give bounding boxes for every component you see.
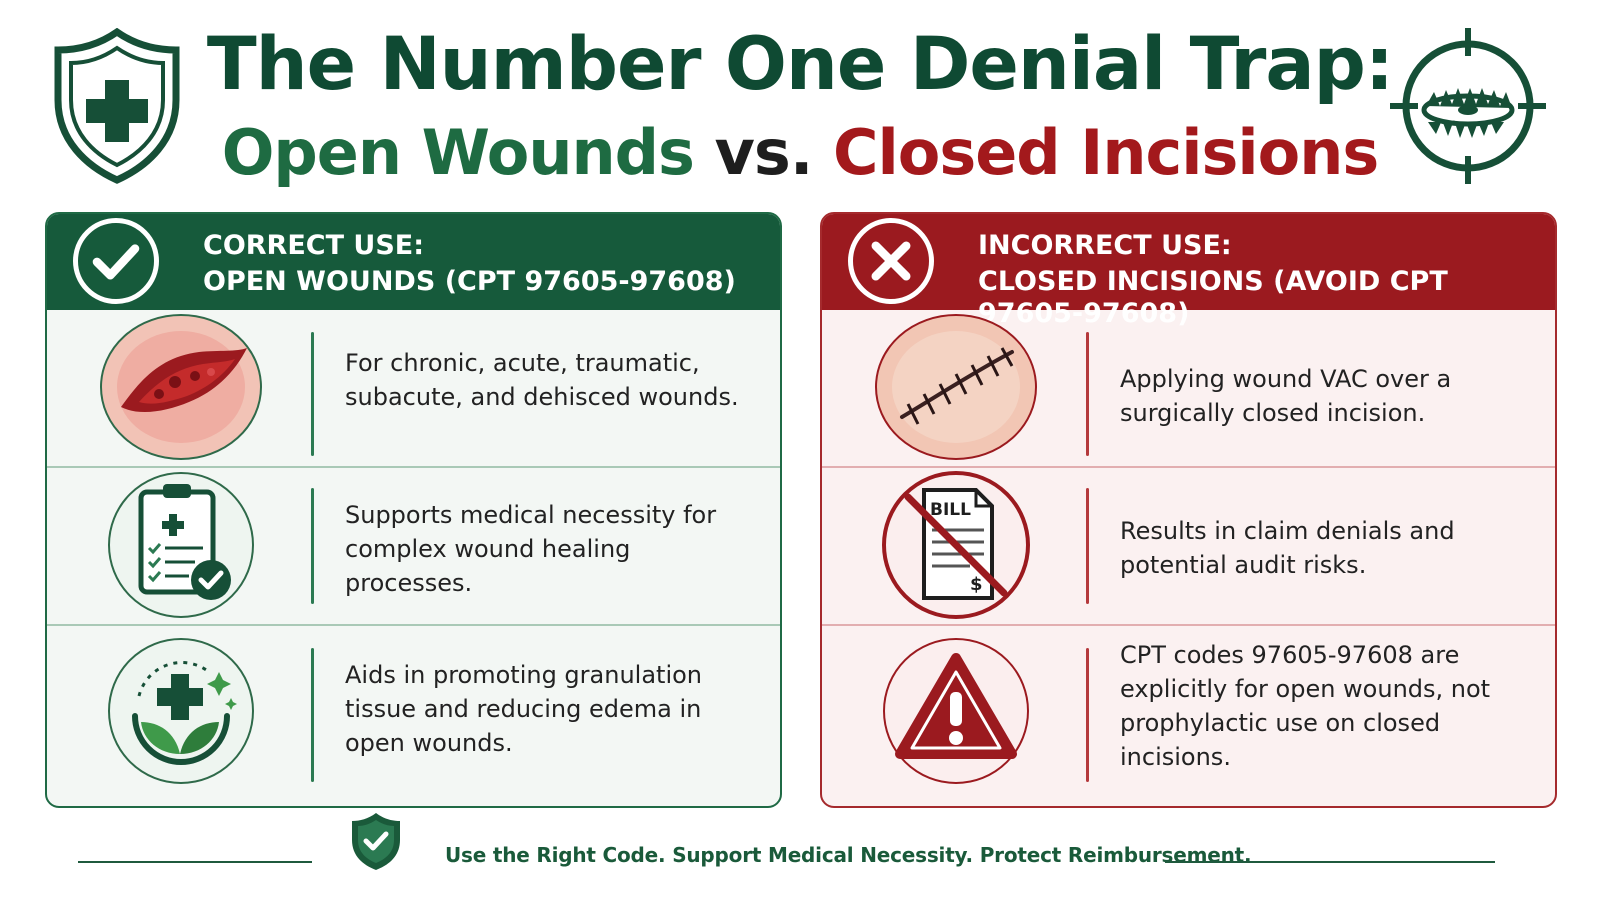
correct-use-header: CORRECT USE: OPEN WOUNDS (CPT 97605-9760… (47, 214, 780, 310)
footer-divider-left (78, 861, 312, 863)
correct-item-text: For chronic, acute, traumatic, subacute,… (345, 349, 739, 411)
list-item: Aids in promoting granulation tissue and… (47, 626, 780, 806)
row-divider (311, 488, 314, 604)
dollar-sign: $ (970, 574, 983, 595)
row-divider (1086, 648, 1089, 782)
footer-divider-right (1165, 861, 1495, 863)
row-separator (822, 466, 1555, 468)
trap-target-icon (1388, 26, 1548, 186)
incorrect-item-text: Applying wound VAC over a surgically clo… (1120, 365, 1452, 427)
incorrect-use-header: INCORRECT USE: CLOSED INCISIONS (AVOID C… (822, 214, 1555, 329)
clipboard-check-icon (99, 470, 263, 620)
list-item: Supports medical necessity for complex w… (47, 468, 780, 624)
no-bill-icon: BILL $ (874, 470, 1038, 620)
row-separator (47, 624, 780, 626)
row-separator (47, 466, 780, 468)
subtitle-vs: vs. (714, 116, 814, 189)
subtitle-closed-incisions: Closed Incisions (832, 116, 1379, 189)
subtitle-open-wounds: Open Wounds (221, 116, 695, 189)
warning-icon (874, 636, 1038, 786)
list-item: CPT codes 97605-97608 are explicitly for… (822, 626, 1555, 806)
row-separator (822, 624, 1555, 626)
list-item: BILL $ Results in claim denials and pote… (822, 468, 1555, 624)
row-divider (1086, 488, 1089, 604)
row-divider (311, 648, 314, 782)
correct-use-subheading: OPEN WOUNDS (CPT 97605-97608) (203, 266, 736, 297)
row-divider (1086, 332, 1089, 456)
correct-use-panel: CORRECT USE: OPEN WOUNDS (CPT 97605-9760… (45, 212, 782, 808)
healing-leaf-icon (99, 636, 263, 786)
page-subtitle: Open Wounds vs. Closed Incisions (0, 116, 1600, 189)
incorrect-use-heading: INCORRECT USE: (978, 230, 1232, 261)
x-close-icon (848, 218, 934, 304)
sutured-incision-icon (874, 312, 1038, 462)
open-wound-icon (99, 312, 263, 462)
page-title: The Number One Denial Trap: (206, 22, 1394, 107)
list-item: For chronic, acute, traumatic, subacute,… (47, 310, 780, 466)
incorrect-use-panel: INCORRECT USE: CLOSED INCISIONS (AVOID C… (820, 212, 1557, 808)
checkmark-icon (73, 218, 159, 304)
correct-item-text: Aids in promoting granulation tissue and… (345, 661, 703, 757)
incorrect-item-text: CPT codes 97605-97608 are explicitly for… (1120, 641, 1491, 771)
correct-item-text: Supports medical necessity for complex w… (345, 501, 717, 597)
shield-check-icon (349, 810, 403, 872)
row-divider (311, 332, 314, 456)
bill-label: BILL (930, 500, 971, 520)
correct-use-heading: CORRECT USE: (203, 230, 425, 261)
footer-tagline: Use the Right Code. Support Medical Nece… (445, 843, 1252, 867)
incorrect-use-subheading: CLOSED INCISIONS (AVOID CPT 97605-97608) (978, 266, 1448, 329)
incorrect-item-text: Results in claim denials and potential a… (1120, 517, 1455, 579)
list-item: Applying wound VAC over a surgically clo… (822, 310, 1555, 466)
medical-shield-icon (52, 27, 182, 184)
